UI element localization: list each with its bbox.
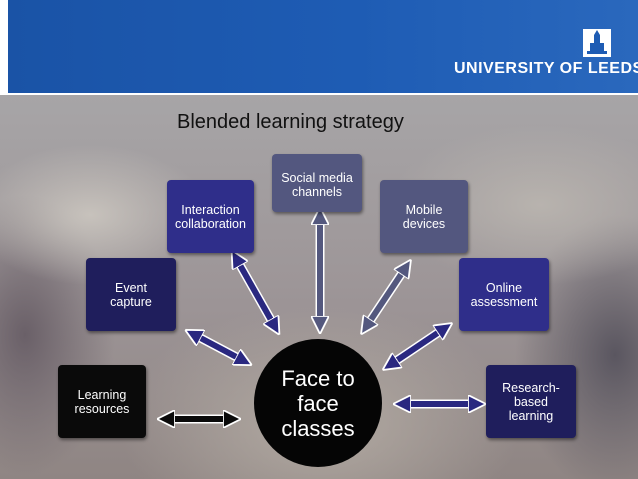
node-mobile-devices: Mobile devices xyxy=(380,180,468,253)
node-online-assessment: Online assessment xyxy=(459,258,549,331)
node-learning-resources: Learning resources xyxy=(58,365,146,438)
node-social-media-channels: Social media channels xyxy=(272,154,362,212)
slide-header: UNIVERSITY OF LEEDS xyxy=(0,0,638,95)
slide-title: Blended learning strategy xyxy=(177,111,404,133)
node-interaction-collaboration: Interaction collaboration xyxy=(167,180,254,253)
university-crest-icon xyxy=(583,29,611,57)
center-node-face-to-face-classes: Face to face classes xyxy=(254,339,382,467)
university-logo-text: UNIVERSITY OF LEEDS xyxy=(454,60,638,77)
node-event-capture: Event capture xyxy=(86,258,176,331)
header-band xyxy=(8,0,638,93)
node-research-based-learning: Research- based learning xyxy=(486,365,576,438)
